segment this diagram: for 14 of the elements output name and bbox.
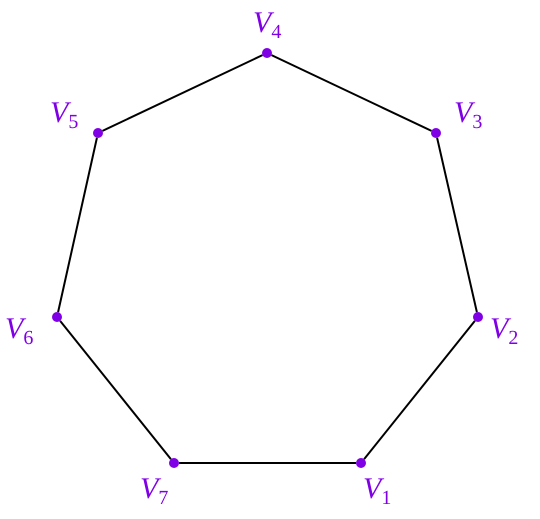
vertex-label: V$_{4}$ <box>253 8 282 42</box>
vertex-label: V$_{5}$ <box>50 98 78 132</box>
edge-line <box>271 54 432 132</box>
edge-line <box>102 54 263 132</box>
edge-line <box>363 320 476 460</box>
vertex-label: V$_{7}$ <box>140 474 168 508</box>
edge-line <box>57 138 98 312</box>
vertex-label: V$_{3}$ <box>454 98 482 132</box>
edge-line <box>59 320 172 460</box>
edge-line <box>436 138 478 312</box>
vertex-label: V$_{6}$ <box>5 314 34 348</box>
edge-line <box>179 462 356 464</box>
vertex-label: V$_{2}$ <box>490 314 518 348</box>
vertex-label: V$_{1}$ <box>363 474 392 508</box>
